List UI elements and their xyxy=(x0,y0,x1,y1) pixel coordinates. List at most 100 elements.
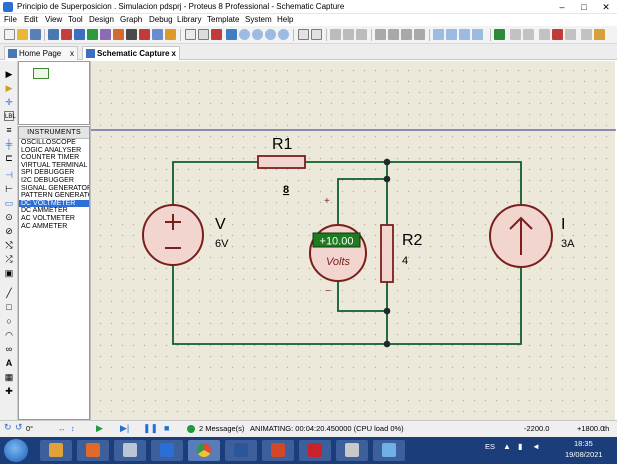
subcircuit-icon[interactable]: ⊏ xyxy=(5,153,13,163)
exit-to-parent-icon[interactable] xyxy=(565,29,576,40)
2d-markers-icon[interactable]: ✚ xyxy=(5,386,13,396)
clock-time[interactable]: 18:35 xyxy=(574,439,593,448)
block-move-icon[interactable] xyxy=(388,29,399,40)
property-tool-icon[interactable] xyxy=(523,29,534,40)
close-button[interactable]: ✕ xyxy=(602,2,610,12)
menu-library[interactable]: Library xyxy=(177,15,202,24)
home-icon[interactable] xyxy=(48,29,59,40)
zoom-area-icon[interactable] xyxy=(278,29,289,40)
tray-arrow-icon[interactable]: ▲ xyxy=(503,442,511,451)
pick-device-icon[interactable] xyxy=(433,29,444,40)
info-icon[interactable] xyxy=(165,29,176,40)
list-item[interactable]: LOGIC ANALYSER xyxy=(21,146,82,154)
list-item[interactable]: OSCILLOSCOPE xyxy=(21,139,76,146)
refresh-icon[interactable] xyxy=(185,29,196,40)
2d-path-icon[interactable]: ∞ xyxy=(5,344,13,354)
undo-icon[interactable] xyxy=(298,29,309,40)
bom-icon[interactable] xyxy=(113,29,124,40)
component-mode-icon[interactable]: ▶ xyxy=(5,83,13,93)
selection-mode-icon[interactable]: ▶ xyxy=(5,69,13,79)
tab-home-page[interactable]: Home Page x xyxy=(4,46,78,60)
make-device-icon[interactable] xyxy=(446,29,457,40)
taskbar-item-app[interactable] xyxy=(336,440,368,461)
schematic-canvas[interactable]: R1 8 V 6V +10.00 Volts + − R2 4 I 3A xyxy=(90,61,616,420)
pause-button[interactable]: ❚❚ xyxy=(143,423,159,433)
menu-system[interactable]: System xyxy=(245,15,272,24)
menu-tool[interactable]: Tool xyxy=(68,15,83,24)
2d-circle-icon[interactable]: ○ xyxy=(6,316,12,326)
wire-autorouter-icon[interactable] xyxy=(494,29,505,40)
menu-design[interactable]: Design xyxy=(89,15,114,24)
stop-button[interactable]: ■ xyxy=(164,423,170,433)
play-button[interactable]: ▶ xyxy=(96,423,103,433)
minimize-button[interactable]: – xyxy=(559,2,565,12)
electrical-rule-check-icon[interactable] xyxy=(594,29,605,40)
taskbar-item-explorer[interactable] xyxy=(40,440,72,461)
2d-arc-icon[interactable]: ◠ xyxy=(5,330,13,340)
taskbar-item-app[interactable] xyxy=(373,440,405,461)
menu-debug[interactable]: Debug xyxy=(149,15,173,24)
list-item[interactable]: DC AMMETER xyxy=(21,207,68,215)
list-item[interactable]: I2C DEBUGGER xyxy=(21,176,74,184)
list-item[interactable]: AC AMMETER xyxy=(21,222,68,230)
copy-icon[interactable] xyxy=(343,29,354,40)
grid-toggle-icon[interactable] xyxy=(198,29,209,40)
voltage-source-v[interactable] xyxy=(142,204,204,266)
redo-icon[interactable] xyxy=(311,29,322,40)
wire-label-icon[interactable]: LBL xyxy=(4,111,16,121)
pan-icon[interactable] xyxy=(226,29,237,40)
menu-edit[interactable]: Edit xyxy=(24,15,38,24)
close-tab-icon[interactable]: x xyxy=(171,49,176,58)
mirror-horizontal-icon[interactable]: ↔ xyxy=(58,424,66,433)
zoom-out-icon[interactable] xyxy=(252,29,263,40)
source-code-icon[interactable] xyxy=(126,29,137,40)
2d-text-icon[interactable]: A xyxy=(5,358,13,368)
block-delete-icon[interactable] xyxy=(414,29,425,40)
cut-icon[interactable] xyxy=(330,29,341,40)
paste-icon[interactable] xyxy=(356,29,367,40)
junction-dot-icon[interactable]: ✛ xyxy=(5,97,13,107)
resistor-r1[interactable] xyxy=(257,155,306,169)
menu-file[interactable]: File xyxy=(4,15,17,24)
buses-icon[interactable]: ╪ xyxy=(5,139,13,149)
2d-box-icon[interactable]: □ xyxy=(6,302,12,312)
schematic-icon[interactable] xyxy=(61,29,72,40)
list-item[interactable]: VIRTUAL TERMINAL xyxy=(21,161,88,169)
list-item[interactable]: DC VOLTMETER xyxy=(19,199,89,208)
graph-icon[interactable]: ▭ xyxy=(4,198,14,208)
rotate-cw-icon[interactable]: ↻ xyxy=(4,422,12,432)
list-item[interactable]: SIGNAL GENERATOR xyxy=(21,184,89,192)
network-icon[interactable]: ▮ xyxy=(518,442,523,451)
step-button[interactable]: ▶| xyxy=(120,423,130,433)
gerber-icon[interactable] xyxy=(87,29,98,40)
taskbar-item-tool[interactable] xyxy=(114,440,146,461)
text-script-icon[interactable]: ≡ xyxy=(6,125,12,135)
2d-symbol-icon[interactable]: ▦ xyxy=(4,372,14,382)
vsm-studio-icon[interactable] xyxy=(139,29,150,40)
rotate-ccw-icon[interactable]: ↺ xyxy=(15,422,23,432)
zoom-in-icon[interactable] xyxy=(239,29,250,40)
open-folder-icon[interactable] xyxy=(17,29,28,40)
new-file-icon[interactable] xyxy=(4,29,15,40)
tab-schematic-capture[interactable]: Schematic Capture x xyxy=(82,46,180,60)
taskbar-item-media[interactable] xyxy=(77,440,109,461)
list-item[interactable]: COUNTER TIMER xyxy=(21,154,80,162)
virtual-instruments-icon[interactable]: ▣ xyxy=(4,268,14,278)
device-pins-icon[interactable]: ⊢ xyxy=(5,184,13,194)
block-copy-icon[interactable] xyxy=(375,29,386,40)
start-button[interactable] xyxy=(4,439,28,462)
rotation-value[interactable]: 0° xyxy=(26,424,34,433)
messages-count[interactable]: 2 Message(s) xyxy=(199,424,245,433)
list-item[interactable]: AC VOLTMETER xyxy=(21,214,75,222)
2d-line-icon[interactable]: ╱ xyxy=(6,288,12,298)
zoom-all-icon[interactable] xyxy=(265,29,276,40)
remove-sheet-icon[interactable] xyxy=(552,29,563,40)
decompose-icon[interactable] xyxy=(472,29,483,40)
voltage-probe-icon[interactable]: ⤭ xyxy=(5,240,13,250)
resistor-r2[interactable] xyxy=(380,224,394,283)
design-explorer-icon[interactable] xyxy=(581,29,592,40)
taskbar-item-powerpoint[interactable] xyxy=(262,440,294,461)
menu-graph[interactable]: Graph xyxy=(120,15,143,24)
help-icon[interactable] xyxy=(152,29,163,40)
taskbar-item-chrome[interactable] xyxy=(188,440,220,461)
